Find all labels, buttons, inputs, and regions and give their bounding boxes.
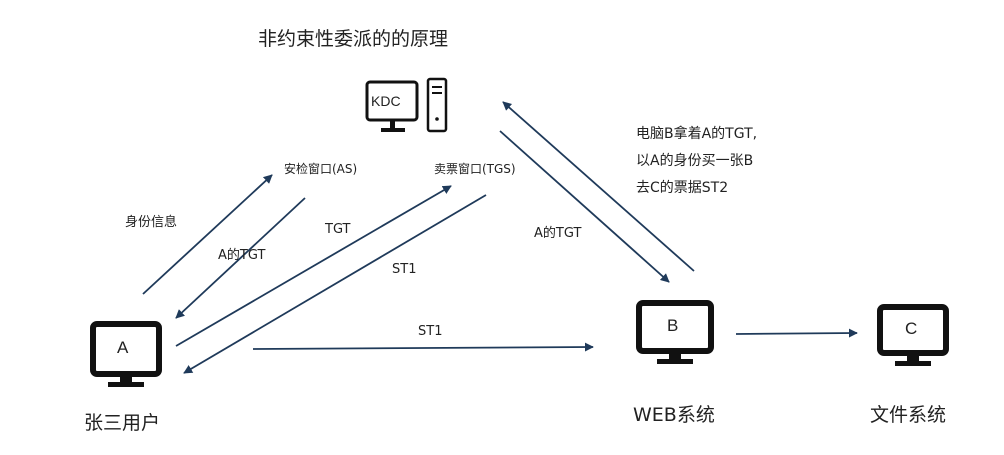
- arrow-kdc-to-b: [499, 130, 670, 283]
- monitor-b-icon: [636, 300, 714, 364]
- tgs-window-label: 卖票窗口(TGS): [434, 162, 516, 176]
- identity-label: 身份信息: [125, 215, 178, 230]
- a-tgt-to-b-label: A的TGT: [534, 226, 582, 241]
- arrow-identity-to-as: [142, 174, 273, 295]
- monitor-a-icon: [90, 321, 162, 387]
- a-tgt-from-as-label: A的TGT: [218, 248, 266, 263]
- arrow-st1-to-a: [183, 194, 487, 374]
- node-b-letter: B: [667, 316, 679, 335]
- node-c-caption: 文件系统: [870, 404, 947, 426]
- arrow-b-to-kdc: [502, 101, 695, 272]
- delegation-note: 电脑B拿着A的TGT, 以A的身份买一张B 去C的票据ST2: [636, 121, 757, 202]
- note-line: 去C的票据ST2: [636, 180, 729, 196]
- note-line: 电脑B拿着A的TGT,: [636, 126, 758, 142]
- arrow-as-tgt-to-a: [175, 197, 306, 319]
- arrow-tgt-to-tgs: [175, 185, 452, 347]
- node-a-caption: 张三用户: [84, 412, 161, 434]
- st1-from-tgs-label: ST1: [392, 262, 417, 277]
- as-window-label: 安检窗口(AS): [284, 162, 358, 176]
- arrow-b-to-c: [735, 328, 858, 338]
- node-a-letter: A: [117, 338, 129, 357]
- note-line: 以A的身份买一张B: [636, 153, 754, 169]
- kdc-label: KDC: [371, 93, 401, 109]
- kdc-server-icon: [365, 77, 448, 133]
- arrow-st1-to-b: [252, 342, 594, 352]
- page-title: 非约束性委派的的原理: [258, 28, 449, 50]
- tgt-to-tgs-label: TGT: [325, 222, 351, 237]
- node-b-caption: WEB系统: [633, 404, 715, 426]
- node-c-letter: C: [905, 319, 918, 338]
- st1-to-b-label: ST1: [418, 324, 443, 339]
- monitor-c-icon: [877, 304, 949, 366]
